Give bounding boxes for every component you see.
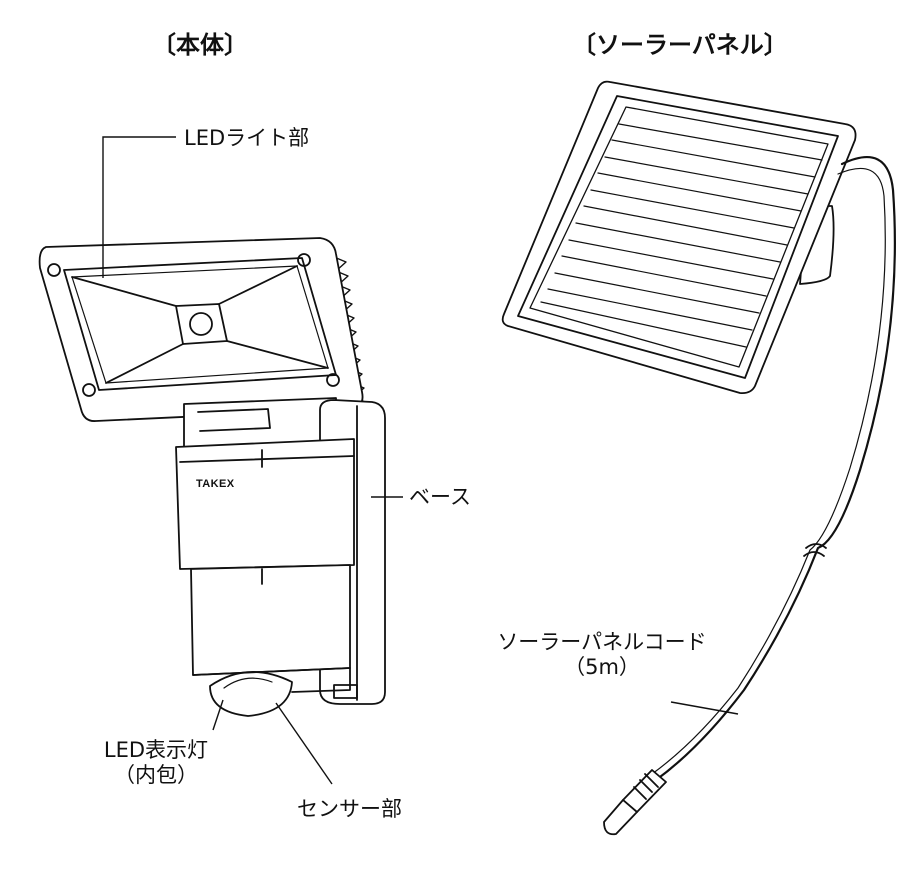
cord-break-mark: [803, 543, 827, 557]
led-indicator-note: （内包）: [114, 763, 198, 788]
led-light-label: LEDライト部: [184, 126, 310, 150]
corner-screw: [82, 383, 96, 397]
cord-plug-rings: [633, 773, 659, 800]
main-unit-drawing: [38, 237, 386, 717]
leader-sensor: [275, 702, 333, 785]
leader-lines: [102, 136, 739, 785]
base-label: ベース: [409, 485, 471, 509]
solar-cord-name: ソーラーパネルコード: [497, 630, 707, 654]
panel-line: [218, 265, 298, 305]
cord-plug-tip: [603, 799, 638, 836]
solar-panel-frame: [501, 80, 857, 395]
solar-panel-heading: 〔ソーラーパネル〕: [572, 31, 788, 59]
leader-led-light: [102, 136, 176, 278]
center-lens: [189, 312, 213, 336]
main-unit-heading: 〔本体〕: [152, 31, 248, 59]
led-indicator-name: LED表示灯: [103, 738, 209, 762]
leader-led-indicator: [212, 699, 224, 731]
solar-panel-drawing: [501, 80, 896, 836]
corner-screw: [47, 263, 61, 277]
sensor-label: センサー部: [297, 797, 402, 821]
corner-screw: [297, 253, 311, 267]
solar-cord: [654, 156, 896, 782]
solar-cord-label: ソーラーパネルコード （5m）: [476, 630, 728, 680]
brand-strip: [179, 455, 355, 463]
panel-line: [105, 343, 184, 384]
main-body-upper: [175, 438, 355, 570]
panel-line: [71, 276, 177, 307]
led-indicator-label: LED表示灯 （内包）: [72, 738, 240, 788]
panel-line: [226, 340, 329, 369]
corner-screw: [326, 373, 340, 387]
led-light-frame-outer: [38, 237, 364, 422]
leader-solar-cord: [670, 701, 739, 715]
solar-cell-lines: [540, 123, 823, 348]
sensor-collar: [192, 667, 351, 693]
solar-cells-boundary: [529, 106, 829, 368]
brand-label: TAKEX: [196, 478, 235, 490]
solar-cord-length: （5m）: [564, 655, 640, 680]
solar-cord-shadow: [651, 167, 886, 775]
solar-panel-frame-inner: [517, 95, 839, 379]
neck-detail: [197, 408, 271, 432]
main-body-lower: [190, 564, 351, 676]
sensor-dome-highlight: [223, 677, 273, 689]
